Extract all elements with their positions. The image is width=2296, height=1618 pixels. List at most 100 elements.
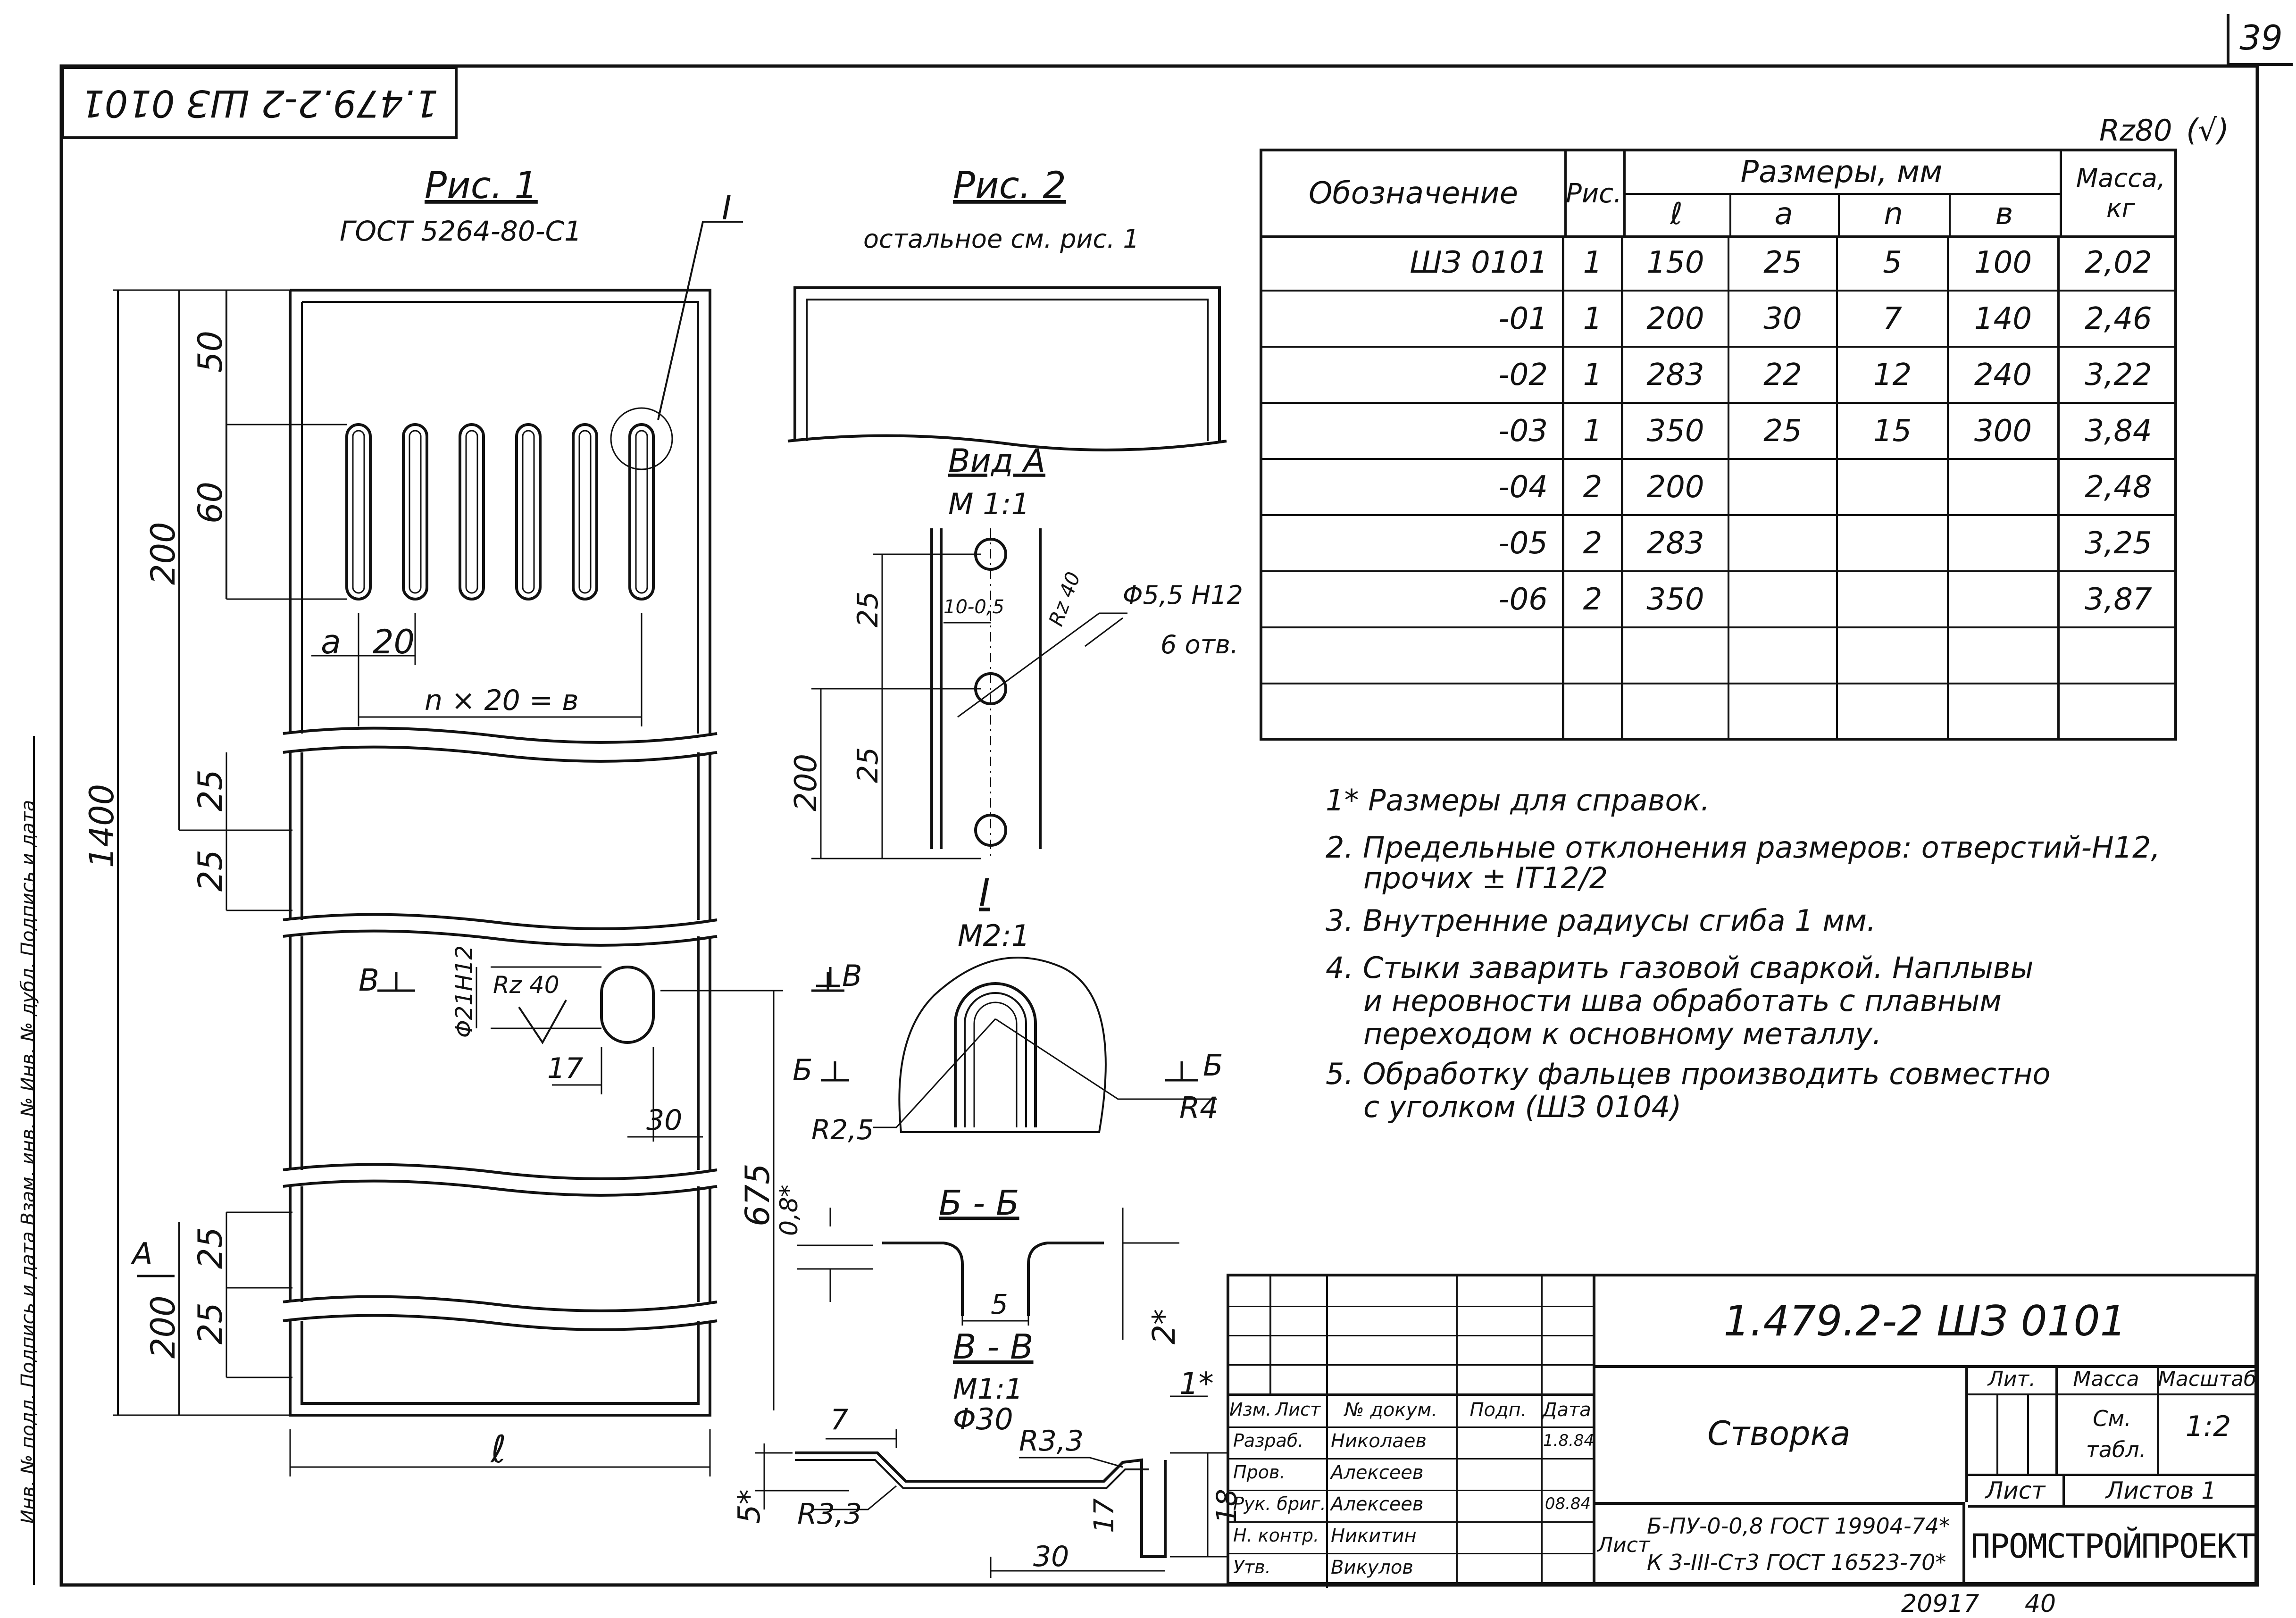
table-cell-designation: -02 <box>1262 348 1564 402</box>
table-cell-designation <box>1262 684 1564 741</box>
table-cell-n: 7 <box>1838 292 1949 346</box>
table-cell-l: 200 <box>1623 460 1729 514</box>
section-vv-title: В - В <box>953 1327 1034 1367</box>
table-cell-mass: 2,02 <box>2085 245 2152 280</box>
tb-col-izm: Изм. <box>1229 1399 1272 1420</box>
section-bb-dim-08: 0,8* <box>775 1184 803 1236</box>
section-vv-drawing <box>755 1395 1227 1578</box>
table-cell-l: 283 <box>1623 516 1729 570</box>
fig1-dim-30: 30 <box>646 1104 682 1137</box>
table-cell-mass: 2,48 <box>2085 469 2152 505</box>
detail-i-sec-b2-right: Б <box>1203 1048 1223 1083</box>
fig1-dim-rz40: Rz 40 <box>493 971 559 999</box>
tb-role-label: Пров. <box>1233 1462 1286 1483</box>
detail-i-sec-left: В <box>842 959 862 993</box>
table-cell-mass <box>2060 684 2177 741</box>
table-cell-fig: 1 <box>1564 292 1623 346</box>
detail-i-title: I <box>979 871 990 915</box>
fig1-dim-20: 20 <box>373 623 415 661</box>
table-cell-designation: -06 <box>1262 572 1564 626</box>
table-cell-mass: 3,25 <box>2085 525 2152 561</box>
detail-i-drawing <box>816 957 1217 1133</box>
note-2: 2. Предельные отклонения размеров: отвер… <box>1326 830 2161 865</box>
tb-scale-label: Масштаб <box>2157 1365 2257 1395</box>
table-cell-a: 30 <box>1729 292 1838 346</box>
title-block: Изм. Лист № докум. Подп. Дата Разраб.Ник… <box>1227 1274 2257 1588</box>
roughness-value: Rz80 <box>2099 113 2172 148</box>
tb-sheet: Лист <box>1968 1476 2065 1508</box>
fig1-dim-675: 675 <box>738 1163 777 1226</box>
table-cell-a: 25 <box>1729 404 1838 458</box>
section-vv-dim-30: 30 <box>1033 1540 1069 1573</box>
table-cell-l: 150 <box>1623 235 1729 290</box>
table-cell-mass: 3,22 <box>2085 357 2152 392</box>
fig1-drawing <box>113 221 844 1476</box>
fig1-dim-nx20: n × 20 = в <box>425 684 579 717</box>
table-cell-fig: 2 <box>1564 516 1623 570</box>
header-b: в <box>1995 197 2013 232</box>
table-cell-n: 5 <box>1838 235 1949 290</box>
table-cell-n <box>1838 684 1949 741</box>
table-cell-fig: 1 <box>1564 348 1623 402</box>
detail-i-labels: I М2:1 В Б Б R2,5 R4 <box>793 871 1223 1146</box>
view-a-hole: Φ5,5 Н12 <box>1123 580 1243 610</box>
table-cell-a <box>1729 684 1838 741</box>
table-cell-a <box>1729 628 1838 683</box>
view-a-dim-10: 10-0,5 <box>943 596 1004 618</box>
tb-mass: Масса <box>2055 1365 2159 1395</box>
fig1-material: ГОСТ 5264-80-С1 <box>340 215 582 247</box>
tb-material-bottom: К 3-III-Ст3 ГОСТ 16523-70* <box>1647 1550 1946 1575</box>
fig1-dim-200b: 200 <box>144 1295 183 1359</box>
table-cell-fig: 1 <box>1564 235 1623 290</box>
tb-role-name: Никитин <box>1331 1525 1417 1547</box>
table-cell-designation <box>1262 628 1564 683</box>
table-cell-designation: -05 <box>1262 516 1564 570</box>
detail-i-sec-b2-left: Б <box>793 1053 813 1087</box>
tb-left-grid: Изм. Лист № докум. Подп. Дата Разраб.Ник… <box>1229 1276 1595 1588</box>
section-vv-r33b: R3,3 <box>1019 1425 1084 1458</box>
table-cell-designation: ШЗ 0101 <box>1262 235 1564 290</box>
fig1-dim-25b: 25 <box>191 850 230 892</box>
tb-name: Створка <box>1593 1365 1968 1502</box>
tb-lit: Лит. <box>1968 1365 2058 1395</box>
table-cell-b <box>1949 572 2060 626</box>
tb-col-sign: Подп. <box>1469 1399 1527 1421</box>
view-a-dim-200: 200 <box>789 754 824 811</box>
fig1-dim-a: a <box>321 623 341 661</box>
header-a: a <box>1729 193 1840 235</box>
table-cell-l <box>1623 684 1729 741</box>
header-n: n <box>1838 193 1951 235</box>
tb-mass-value: См. табл. <box>2086 1406 2146 1462</box>
section-bb-dim-5: 5 <box>991 1288 1008 1320</box>
note-1: 1* Размеры для справок. <box>1326 783 1710 817</box>
fig2-note: остальное см. рис. 1 <box>863 224 1139 254</box>
tb-material: Лист Б-ПУ-0-0,8 ГОСТ 19904-74* К 3-III-С… <box>1593 1502 1965 1585</box>
table-row <box>1262 628 2174 684</box>
fig1-sec-b: В <box>359 963 379 998</box>
section-vv-r33a: R3,3 <box>797 1498 862 1531</box>
roughness-suffix: (√) <box>2186 113 2229 148</box>
fig1-dim-phi21: Φ21Н12 <box>451 945 477 1038</box>
page-number-box: 39 <box>2227 14 2293 66</box>
table-header: Обозначение Рис. Размеры, мм ℓ a n в Мас… <box>1262 151 2174 238</box>
tb-scale-value: 1:2 <box>2185 1410 2231 1443</box>
header-l: ℓ <box>1623 193 1731 235</box>
tb-col-list: Лист <box>1275 1399 1321 1420</box>
table-cell-designation: -03 <box>1262 404 1564 458</box>
section-vv-dim-1: 1* <box>1179 1367 1214 1401</box>
table-cell-n <box>1838 516 1949 570</box>
table-cell-l: 283 <box>1623 348 1729 402</box>
fig1-dim-25a: 25 <box>191 769 230 811</box>
table-cell-n: 12 <box>1838 348 1949 402</box>
fig1-dim-200: 200 <box>144 522 183 585</box>
tb-doc-code: 1.479.2-2 ШЗ 0101 <box>1593 1276 2257 1368</box>
tb-role-name: Викулов <box>1331 1557 1413 1578</box>
tb-sheets: Листов 1 <box>2065 1476 2257 1508</box>
tb-role-name: Алексеев <box>1331 1493 1424 1515</box>
table-cell-mass: 2,46 <box>2085 301 2152 336</box>
fig2-drawing <box>787 286 1227 451</box>
section-vv-scale: М1:1 <box>953 1373 1023 1406</box>
